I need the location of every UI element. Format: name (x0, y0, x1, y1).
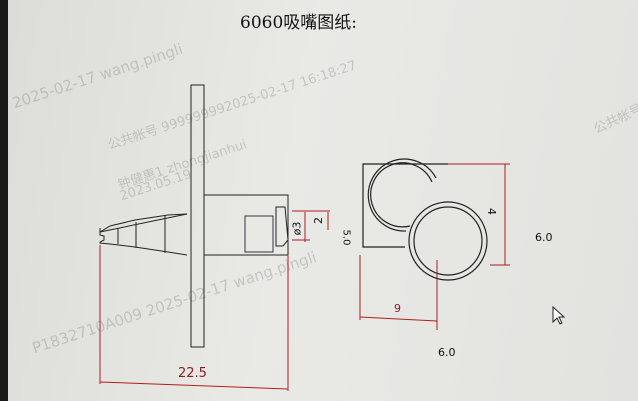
nozzle-tip (275, 206, 289, 247)
cone-top (99, 213, 188, 233)
flange (190, 84, 205, 348)
cone (99, 213, 188, 256)
inner-arc (370, 162, 433, 228)
dim-nozzle-height: 2 (312, 217, 325, 224)
nozzle (244, 215, 274, 253)
page-title: 6060吸嘴图纸: (240, 13, 357, 33)
body (204, 194, 289, 256)
ring-outer (408, 201, 488, 281)
drawing-screen (8, 0, 638, 401)
dim-nozzle-diameter: ø3 (290, 221, 304, 236)
ring-inner (413, 206, 483, 276)
dim-square-width: 9 (394, 302, 401, 315)
dim-overall-length: 22.5 (178, 366, 207, 381)
dim-square-height: 5.0 (340, 229, 352, 246)
front-view (362, 158, 488, 281)
note-right: 6.0 (535, 231, 553, 244)
square-outline (362, 163, 448, 248)
arrow-cursor (552, 305, 566, 325)
note-bottom: 6.0 (438, 346, 456, 359)
outer-arc (367, 158, 437, 232)
dimension-lines (99, 163, 510, 391)
side-view (99, 84, 289, 348)
dim-circle-height: 4 (485, 208, 498, 215)
